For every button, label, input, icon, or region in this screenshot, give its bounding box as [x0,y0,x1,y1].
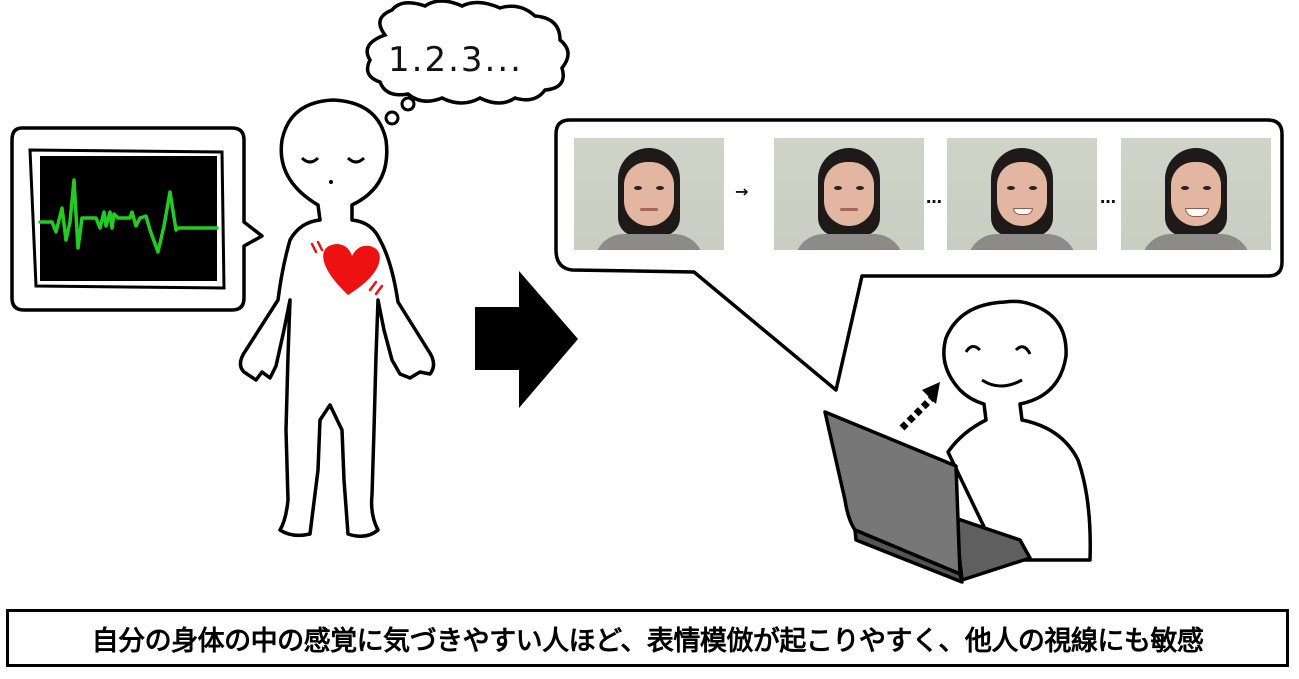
gaze-arrow-icon [899,382,940,431]
shirt [967,234,1077,250]
face [997,162,1047,226]
caption-box: 自分の身体の中の感覚に気づきやすい人ほど、表情模倣が起こりやすく、他人の視線にも… [6,609,1289,667]
photo-speech-bubble [554,118,1284,392]
standing-person [238,98,436,538]
eye [1007,186,1015,190]
face-photo-1 [574,138,724,250]
seated-person [942,299,1092,562]
face-photo-3 [947,138,1097,250]
shirt [794,234,904,250]
sequence-arrow-icon: → [735,182,749,201]
eye [1029,186,1037,190]
eye [1203,186,1211,190]
sequence-ellipsis: … [1100,188,1116,207]
big-right-arrow-icon [475,271,578,408]
eye [856,186,864,190]
face [824,162,874,226]
heart-icon [310,240,384,296]
sequence-ellipsis: … [926,188,942,207]
mouth [840,208,858,211]
laptop-icon [823,410,1032,584]
thought-bubble [365,0,570,126]
eye [656,186,664,190]
shirt [594,234,704,250]
shirt [1141,234,1251,250]
eye [634,186,642,190]
heartbeat-trace-icon [38,178,219,254]
face-photo-4 [1121,138,1271,250]
mouth [640,208,658,211]
monitor-speech-bubble [10,126,264,312]
caption-text: 自分の身体の中の感覚に気づきやすい人ほど、表情模倣が起こりやすく、他人の視線にも… [91,625,1204,657]
face-photo-2 [774,138,924,250]
thought-counting-text: 1.2.3... [388,40,523,80]
eye [1181,186,1189,190]
face [624,162,674,226]
eye [834,186,842,190]
